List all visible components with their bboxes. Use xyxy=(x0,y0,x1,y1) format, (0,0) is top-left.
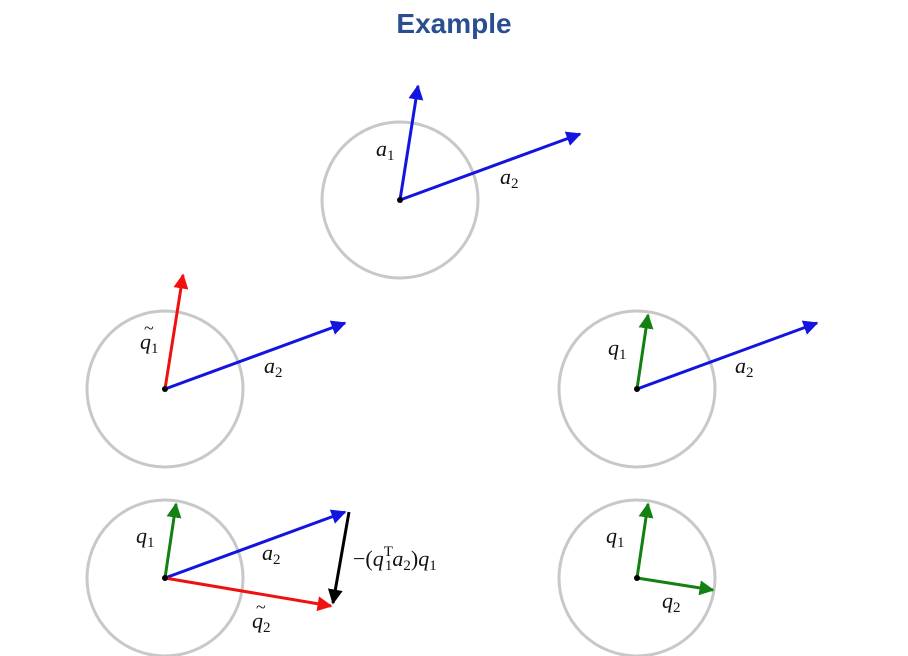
origin-point xyxy=(634,386,640,392)
panel-q1-normalized: q1 a2 xyxy=(557,309,819,469)
label-q1: q1 xyxy=(606,523,625,551)
label-a2: a2 xyxy=(262,540,281,568)
page-title: Example xyxy=(396,8,512,39)
label-q2: q2 xyxy=(662,588,681,616)
unit-circle xyxy=(557,498,717,656)
unit-circle xyxy=(320,120,480,280)
vector-a2 xyxy=(636,320,819,391)
vector-q2-tilde xyxy=(164,576,333,612)
vector-q1 xyxy=(635,313,654,390)
vector-q1-tilde xyxy=(163,273,189,390)
label-a1: a1 xyxy=(376,136,395,164)
tilde-mark: ~ xyxy=(144,318,154,338)
label-q1: q1 xyxy=(608,335,627,363)
unit-circle xyxy=(85,498,245,656)
unit-circle xyxy=(85,309,245,469)
label-a2: a2 xyxy=(735,353,754,381)
vector-a1 xyxy=(398,84,424,201)
vector-q2 xyxy=(636,576,715,596)
label-a2: a2 xyxy=(500,164,519,192)
panel-q1-tilde: q1 ~ a2 xyxy=(85,273,347,469)
vector-a2 xyxy=(164,509,347,580)
vector-q1 xyxy=(163,502,182,579)
origin-point xyxy=(162,575,168,581)
label-q1: q1 xyxy=(136,523,155,551)
vector-projection xyxy=(327,511,351,605)
vector-a2 xyxy=(164,320,347,391)
tilde-mark: ~ xyxy=(256,597,266,617)
vector-q1 xyxy=(635,502,654,579)
panel-orthonormal-basis: q1 q2 xyxy=(557,498,717,656)
panel-original-vectors: a1 a2 xyxy=(320,84,582,280)
label-q1-tilde: q1 xyxy=(140,329,159,357)
vector-a2 xyxy=(399,131,582,202)
label-a2: a2 xyxy=(264,353,283,381)
origin-point xyxy=(634,575,640,581)
label-q2-tilde: q2 xyxy=(252,608,271,636)
origin-point xyxy=(162,386,168,392)
unit-circle xyxy=(557,309,717,469)
origin-point xyxy=(397,197,403,203)
